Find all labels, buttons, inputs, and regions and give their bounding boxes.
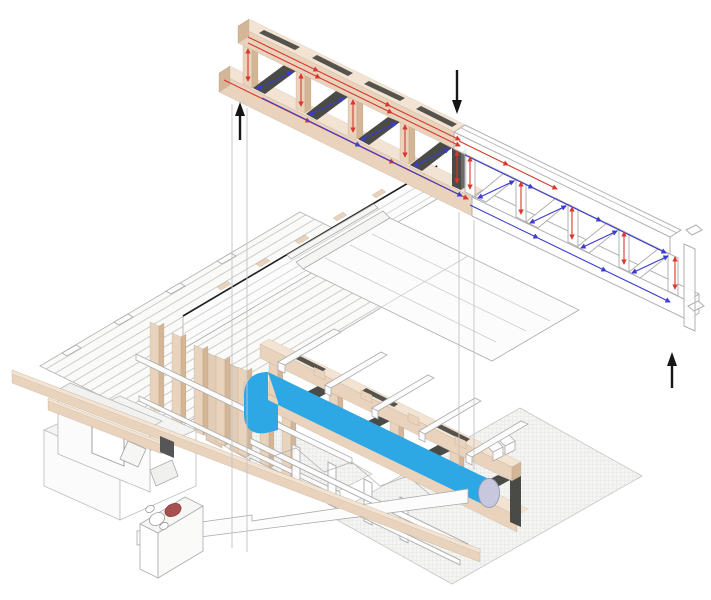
blue-bottom-chord-line [261, 97, 463, 197]
plate-end-shoe [160, 436, 174, 458]
blue-diagonal-arrow [631, 255, 669, 274]
angled-brace [119, 440, 147, 468]
blue-diagonal-arrow [360, 122, 397, 141]
duct-end-cap [478, 478, 500, 508]
reaction-arrow-left [235, 102, 245, 140]
pipe-circle-large [148, 512, 166, 526]
arrow-down-icon [452, 100, 462, 114]
service-box [139, 496, 204, 579]
pipe-circle-filled [164, 502, 182, 518]
bearing-cubes [486, 434, 516, 462]
end-post-outlines [667, 224, 705, 332]
top-chord-end [511, 461, 522, 482]
duct-run-and-elbow [244, 372, 478, 502]
blue-diagonal-arrow [580, 230, 618, 249]
joist-bodies [277, 328, 529, 466]
wall-plates [11, 369, 481, 563]
deck-panel-joist-lines [324, 233, 551, 343]
plinth-spout [149, 459, 179, 487]
notched-plank [136, 488, 469, 546]
blue-diagonal-arrow [256, 71, 293, 90]
service-box-right-face [157, 505, 204, 579]
arrow-up-icon [667, 352, 677, 366]
wireframe-joist-braces [267, 447, 437, 501]
blue-diagonal-arrow [308, 97, 345, 116]
force-flow-annotations [223, 36, 678, 303]
wall-plate-long-top [11, 369, 481, 554]
red-wireframe-top-line [458, 140, 558, 190]
top-chord-end [237, 18, 250, 44]
pipe-circle-small-2 [159, 522, 169, 530]
top-chord-slots [290, 353, 470, 442]
supply-duct [244, 372, 500, 508]
pipe-circle-small-1 [145, 505, 155, 513]
arrow-up-icon [235, 102, 245, 116]
blue-diagonal-arrow [477, 180, 515, 199]
joist-spacer-blocks [313, 366, 467, 450]
blue-wireframe-line-lower [469, 204, 671, 303]
blocking-pieces [216, 165, 426, 291]
deck-joist-stubs [61, 252, 237, 357]
blue-diagonal-arrow [529, 205, 567, 224]
smooth-deck-panel [286, 203, 580, 362]
stud-wall [135, 321, 353, 498]
load-arrow-top [452, 70, 462, 114]
service-box-left-face [139, 523, 159, 579]
projection-lines [231, 104, 475, 552]
top-joists [277, 328, 529, 466]
end-post [510, 466, 521, 527]
bottom-chord-end [218, 65, 231, 93]
reaction-arrow-right [667, 352, 677, 388]
